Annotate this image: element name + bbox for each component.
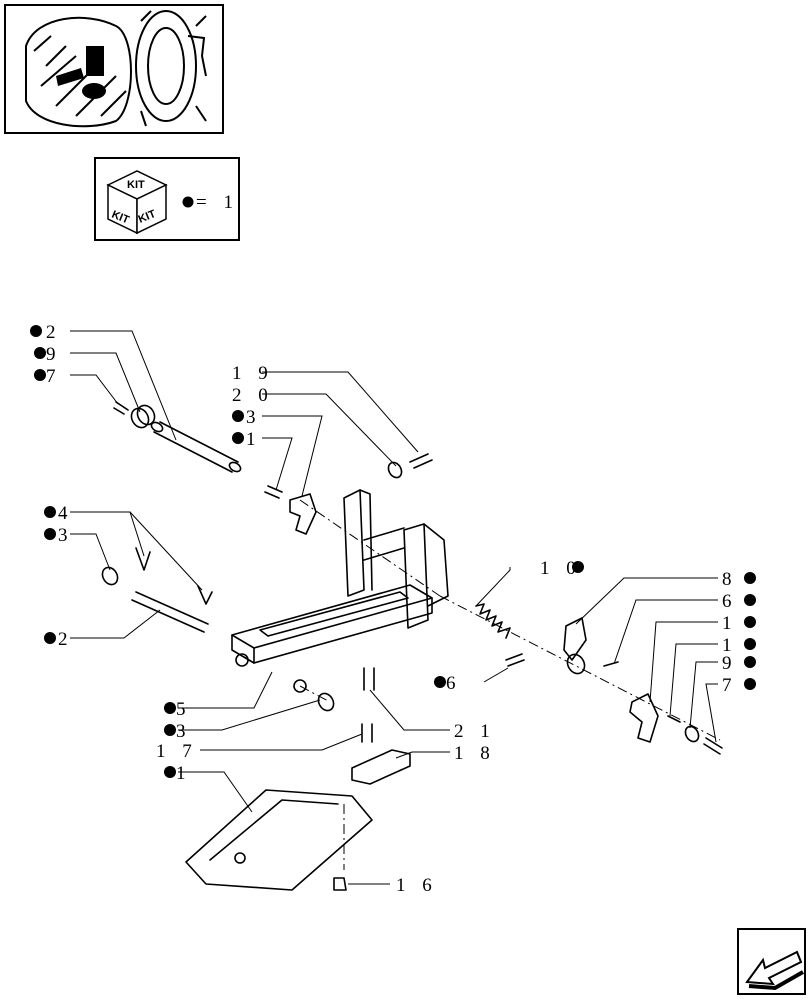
latch-part (289, 493, 317, 535)
washer-part (387, 461, 403, 479)
locator-thumbnail (4, 4, 224, 134)
callout-labels: 2 9 7 1 9 2 0 3 1 4 3 2 1 0 8 6 1 1 9 7 … (30, 322, 756, 896)
callout-2a: 2 (46, 322, 62, 343)
clip-part (135, 547, 151, 571)
bottom-bracket-part (185, 789, 373, 891)
arrow-icon (745, 950, 804, 991)
pin-right-part (667, 715, 681, 723)
bolt-left-part (505, 653, 525, 667)
callout-3a: 3 (246, 407, 262, 428)
callout-6b: 6 (446, 673, 462, 694)
pin-left-part (131, 591, 209, 633)
rod-part (150, 421, 242, 473)
callout-9a: 9 (46, 344, 62, 365)
bolt-part (409, 453, 433, 469)
block-part (351, 749, 411, 785)
main-frame (231, 489, 449, 693)
latch-right-part (629, 693, 659, 743)
callout-18: 1 8 (454, 743, 496, 764)
kit-bullet-icon (182, 196, 194, 208)
washer-right-part (684, 725, 700, 743)
kit-legend: KIT KIT KIT = 1 5 (94, 157, 259, 241)
kit-cube-icon: KIT KIT KIT = 1 5 (106, 170, 259, 235)
callout-4: 4 (58, 503, 74, 524)
callout-5: 5 (176, 699, 192, 720)
callout-3c: 3 (176, 721, 192, 742)
callout-1c: 1 (722, 635, 738, 656)
washer-left-part (101, 566, 119, 586)
kit-top-label: KIT (127, 179, 145, 191)
screw-right-part (703, 737, 723, 755)
small-screw-part (603, 661, 619, 667)
callout-3b: 3 (58, 525, 74, 546)
washer-bottom-part (317, 692, 335, 712)
roller-part (566, 653, 586, 675)
cap-part (333, 877, 347, 891)
callout-19: 1 9 (232, 363, 274, 384)
pin-17-part (361, 723, 373, 743)
small-pin-part (264, 485, 283, 499)
kit-equals-label: = 1 5 (196, 192, 238, 213)
tractor-wheel-illustration (25, 10, 207, 128)
callout-21: 2 1 (454, 721, 496, 742)
callout-7b: 7 (722, 675, 738, 696)
plate-part (563, 617, 587, 661)
callout-1b: 1 (722, 613, 738, 634)
spring-part (475, 603, 511, 639)
callout-1d: 1 (176, 763, 192, 784)
bolt-21-part (363, 667, 375, 691)
clip-part-2 (197, 585, 213, 605)
callout-6a: 6 (722, 591, 738, 612)
callout-10: 1 0 (540, 558, 582, 579)
callout-2b: 2 (58, 629, 74, 650)
callout-7a: 7 (46, 366, 62, 387)
callout-17: 1 7 (156, 741, 198, 762)
callout-16: 1 6 (396, 875, 438, 896)
bushing-part (130, 404, 156, 429)
callout-1a: 1 (246, 429, 262, 450)
next-page-button[interactable] (737, 928, 806, 995)
callout-20: 2 0 (232, 385, 274, 406)
screw-part (113, 401, 129, 415)
callout-9b: 9 (722, 653, 738, 674)
callout-8: 8 (722, 569, 738, 590)
